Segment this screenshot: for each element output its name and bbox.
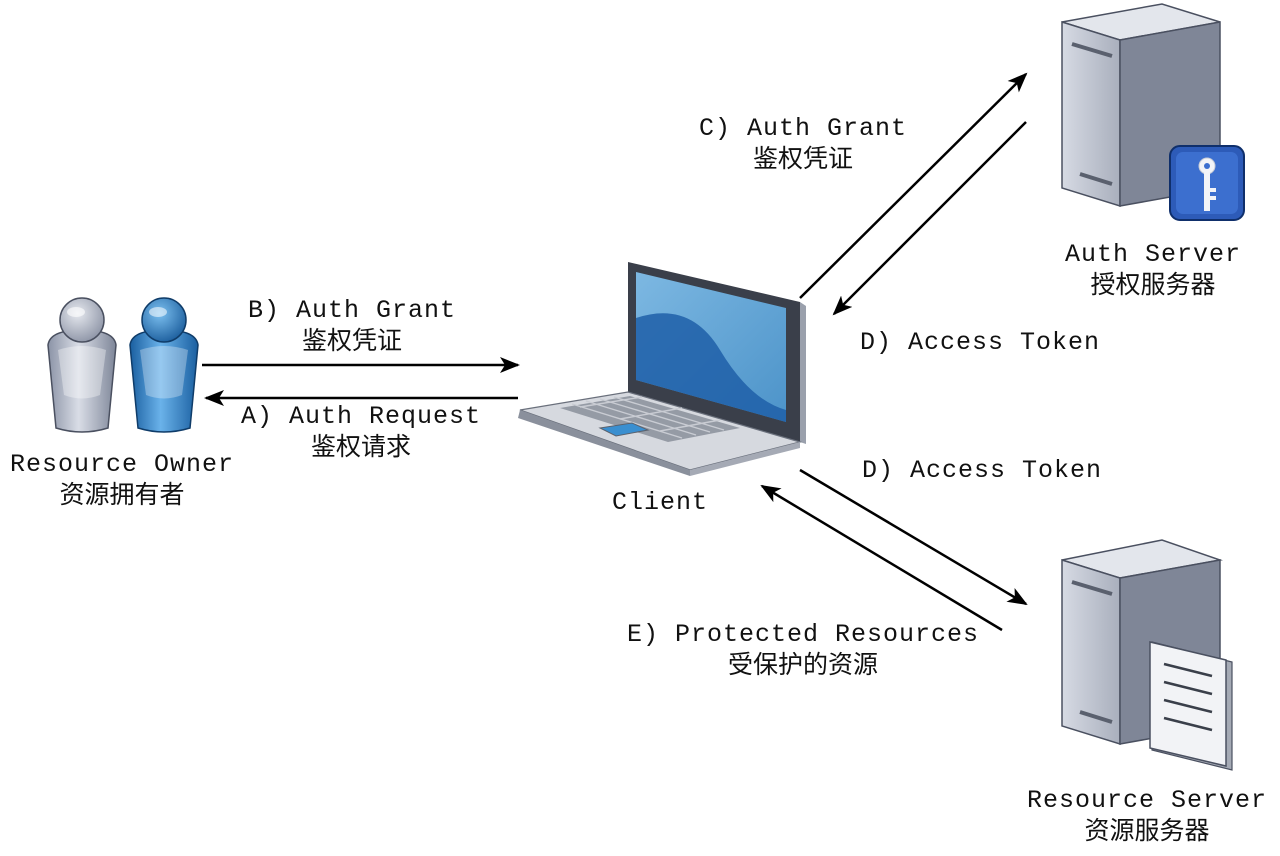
- auth-server-label: Auth Server: [1064, 240, 1242, 269]
- flow-d-resource-label: D) Access Token: [862, 456, 1103, 485]
- server-document-icon: [1061, 539, 1233, 771]
- flow-c-label: C) Auth Grant: [698, 114, 908, 143]
- resource-server-label: Resource Server: [1026, 786, 1268, 815]
- resource-server-label-cn: 资源服务器: [1084, 816, 1210, 845]
- flow-e-label-cn: 受保护的资源: [727, 650, 878, 679]
- client-label: Client: [611, 488, 708, 517]
- flow-e-label: E) Protected Resources: [626, 620, 980, 649]
- flow-a-label-cn: 鉴权请求: [310, 432, 411, 461]
- auth-server-label-cn: 授权服务器: [1090, 270, 1216, 299]
- resource-owner-label: Resource Owner: [9, 450, 235, 479]
- user-grey-icon: [47, 297, 117, 433]
- flow-c-label-cn: 鉴权凭证: [752, 144, 853, 173]
- flow-d-auth-label: D) Access Token: [860, 328, 1101, 357]
- laptop-icon: [518, 262, 806, 476]
- flow-a-label: A) Auth Request: [240, 402, 482, 431]
- arrow-d-access-token-auth: [832, 121, 1027, 316]
- arrow-d-access-token-resource: [799, 468, 1028, 606]
- server-key-icon: [1061, 3, 1245, 221]
- arrow-c-auth-grant: [799, 72, 1028, 299]
- arrow-e-protected-resources: [760, 484, 1003, 632]
- resource-owner-label-cn: 资源拥有者: [59, 480, 185, 509]
- flow-b-label: B) Auth Grant: [247, 296, 457, 325]
- user-blue-icon: [129, 297, 199, 433]
- flow-b-label-cn: 鉴权凭证: [301, 326, 402, 355]
